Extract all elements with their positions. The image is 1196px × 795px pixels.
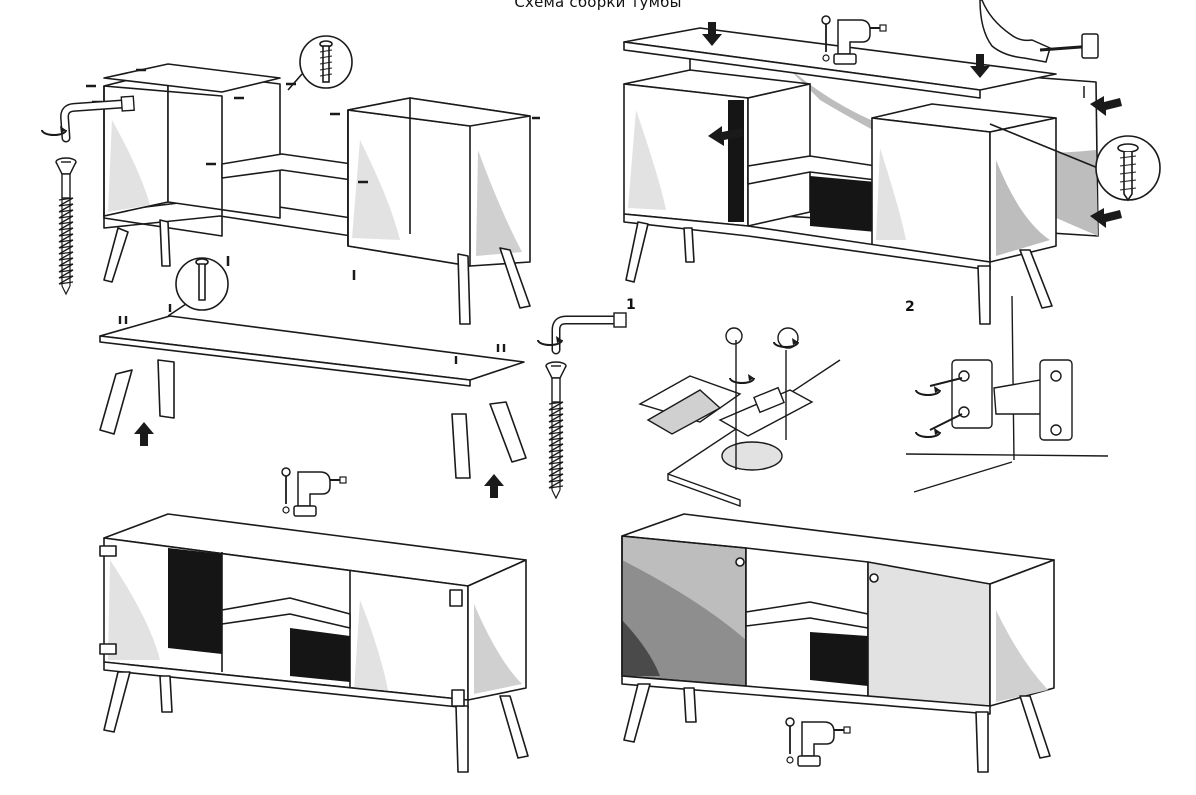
step-cabinet-open [99,513,529,773]
step-hinge-mount [905,295,1109,493]
diagram-title: Схема сборки тумбы [514,0,682,11]
detail-label-1: 1 [626,297,636,313]
hammer-icon [979,0,1099,98]
detail-label-2: 2 [905,299,915,315]
step-frame-assembly [103,63,531,325]
step-hinge-detail [638,340,841,507]
step-legs [99,257,527,479]
step-top-back [623,27,1099,325]
step-cabinet-closed [621,513,1055,773]
